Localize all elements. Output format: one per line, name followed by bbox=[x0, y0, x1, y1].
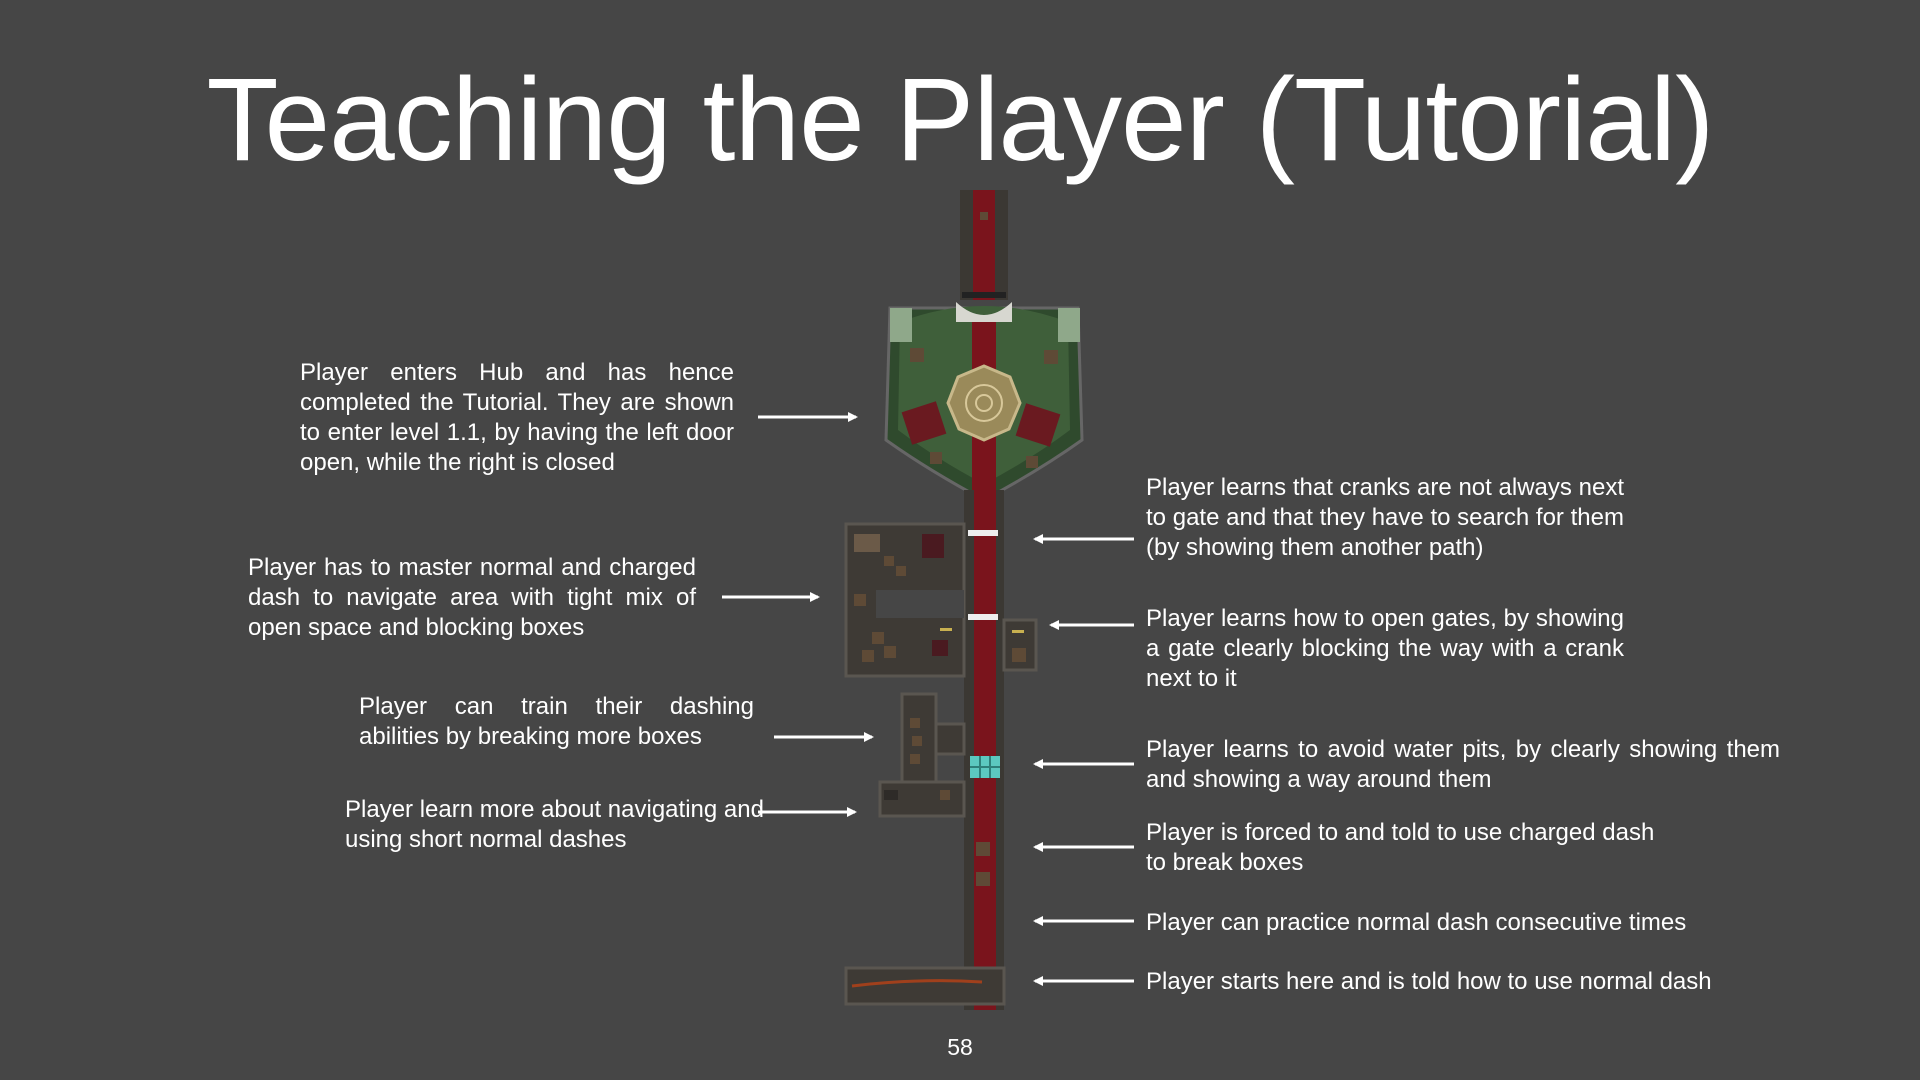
box-training-area bbox=[878, 692, 966, 818]
note-consecutive-dash: Player can practice normal dash consecut… bbox=[1146, 909, 1687, 936]
note-hub: Player enters Hub and has hence complete… bbox=[300, 359, 734, 476]
note-open-gates: Player learns how to open gates, by show… bbox=[1146, 605, 1624, 692]
north-corridor bbox=[960, 190, 1008, 300]
main-corridor bbox=[964, 490, 1004, 1010]
note-train-dash: Player can train their dashing abilities… bbox=[359, 693, 754, 750]
note-dash-area: Player has to master normal and charged … bbox=[248, 554, 696, 641]
annotation-arrows bbox=[722, 412, 1134, 986]
note-cranks-search: Player learns that cranks are not always… bbox=[1146, 474, 1624, 561]
note-short-dashes: Player learn more about navigating and u… bbox=[345, 796, 764, 853]
hub-room bbox=[884, 302, 1084, 502]
note-charged-dash: Player is forced to and told to use char… bbox=[1146, 819, 1655, 876]
dash-area bbox=[844, 522, 1038, 678]
note-start: Player starts here and is told how to us… bbox=[1146, 968, 1712, 995]
start-corridor bbox=[844, 966, 1006, 1006]
slide-title: Teaching the Player (Tutorial) bbox=[206, 54, 1715, 186]
note-water-pits: Player learns to avoid water pits, by cl… bbox=[1146, 736, 1780, 793]
page-number: 58 bbox=[947, 1034, 973, 1060]
